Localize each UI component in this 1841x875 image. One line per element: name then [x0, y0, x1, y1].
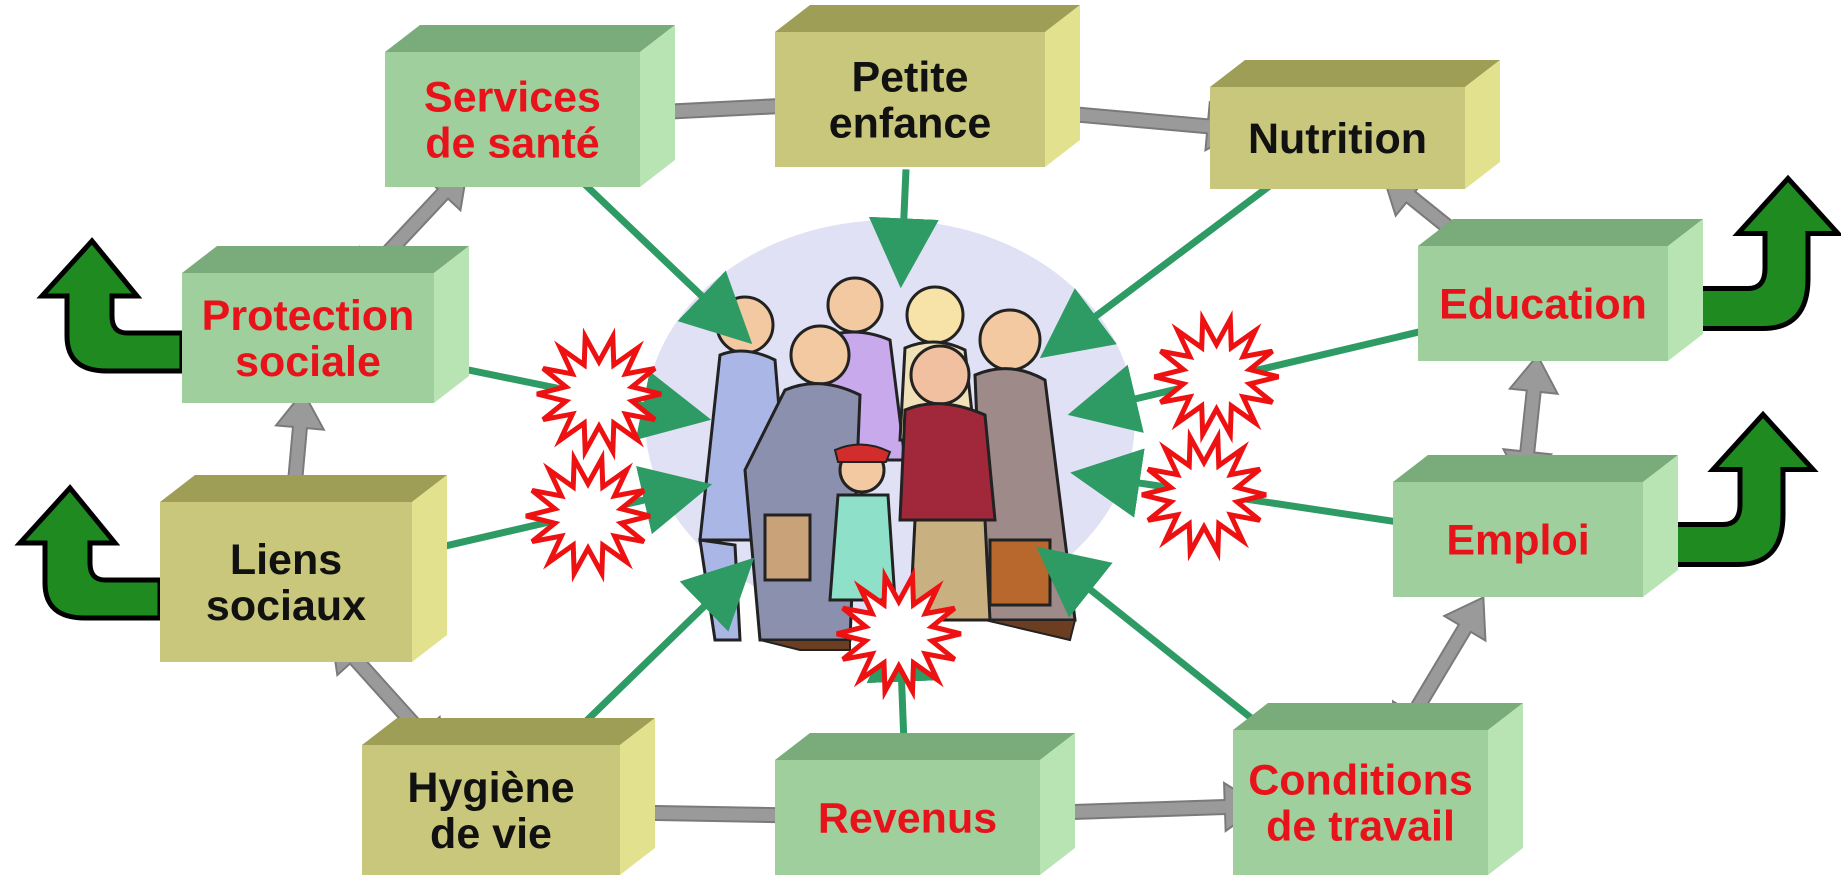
burst-icon-protection — [536, 327, 662, 461]
node-label-line: de travail — [1266, 803, 1455, 851]
green-arrow-education — [1067, 315, 1476, 433]
node-front-face — [385, 52, 640, 187]
node-side-face — [1643, 455, 1678, 597]
green-arrow-petite-enfance — [868, 169, 939, 289]
burst-layer — [525, 310, 1280, 701]
green-curved-arrow-up-emploi — [1665, 410, 1819, 567]
node-top-face — [182, 246, 469, 273]
node-label-line: sociale — [235, 338, 381, 386]
node-side-face — [1045, 5, 1080, 167]
node-side-face — [1488, 703, 1523, 875]
node-label-line: de santé — [425, 120, 599, 168]
node-label-line: Hygiène — [407, 764, 574, 812]
node-label-line: Services — [424, 74, 601, 122]
node-label-line: Conditions — [1248, 757, 1473, 805]
node-top-face — [775, 733, 1075, 760]
node-side-face — [412, 475, 447, 662]
node-nutrition: Nutrition — [1210, 60, 1500, 189]
node-side-face — [1668, 219, 1703, 361]
burst-icon-emploi — [1141, 428, 1267, 562]
node-top-face — [1418, 219, 1703, 246]
node-label-line: Protection — [202, 292, 415, 340]
node-front-face — [1233, 730, 1488, 875]
node-front-face — [182, 273, 434, 403]
node-front-face — [362, 745, 620, 875]
node-label-line: Liens — [230, 536, 342, 584]
green-arrow-services-sante — [562, 163, 753, 345]
burst-icon-liens-sociaux — [525, 449, 651, 583]
node-top-face — [775, 5, 1080, 32]
green-curved-arrow-left-liens-sociaux — [14, 484, 163, 621]
green-curved-arrow-left-protection — [36, 237, 185, 374]
node-label-line: Petite — [851, 54, 968, 102]
node-front-face — [1210, 87, 1465, 189]
burst-icon-revenus — [836, 567, 962, 701]
node-label-line: Nutrition — [1248, 115, 1427, 163]
node-front-face — [1418, 246, 1668, 361]
node-revenus: Revenus — [775, 733, 1075, 875]
node-label-line: de vie — [430, 810, 552, 858]
node-side-face — [620, 718, 655, 875]
green-arrow-nutrition — [1039, 175, 1283, 359]
node-front-face — [1393, 482, 1643, 597]
node-top-face — [362, 718, 655, 745]
big-arrow-layer — [14, 174, 1841, 621]
green-arrow-emploi — [1070, 448, 1450, 534]
node-emploi: Emploi — [1393, 455, 1678, 597]
node-front-face — [775, 32, 1045, 167]
node-top-face — [385, 25, 675, 52]
node-label-line: enfance — [829, 100, 992, 148]
node-label-line: Revenus — [818, 795, 997, 843]
node-top-face — [1210, 60, 1500, 87]
node-label-line: Emploi — [1446, 517, 1589, 565]
node-side-face — [434, 246, 469, 403]
node-side-face — [1040, 733, 1075, 875]
green-curved-arrow-up-education — [1690, 174, 1841, 331]
node-front-face — [775, 760, 1040, 875]
node-top-face — [1393, 455, 1678, 482]
node-education: Education — [1418, 219, 1703, 361]
node-side-face — [1465, 60, 1500, 189]
node-label-line: sociaux — [206, 582, 366, 630]
burst-icon-education — [1153, 310, 1280, 444]
node-label-line: Education — [1439, 281, 1647, 329]
node-top-face — [160, 475, 447, 502]
node-side-face — [640, 25, 675, 187]
node-front-face — [160, 502, 412, 662]
node-top-face — [1233, 703, 1523, 730]
